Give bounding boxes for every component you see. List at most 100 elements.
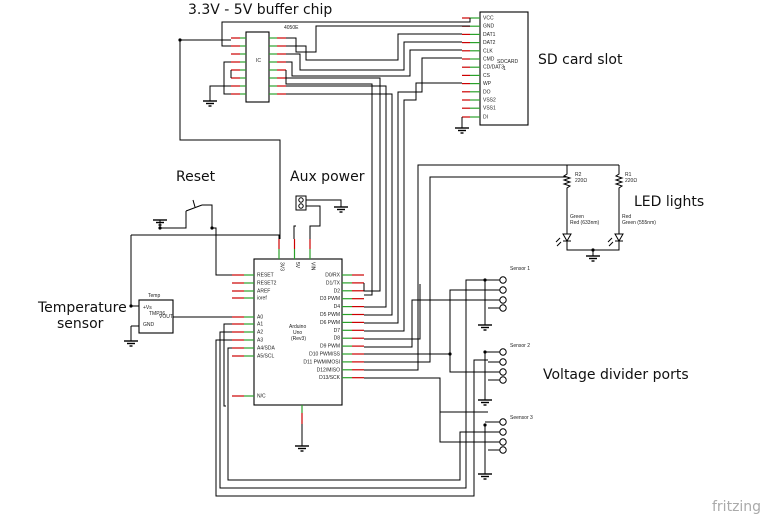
sensor-port-pin — [499, 304, 507, 312]
wire — [286, 49, 462, 77]
wire — [209, 85, 231, 101]
label-led-lights: LED lights — [634, 194, 704, 210]
buffer-chip: 4050E IC — [231, 25, 299, 103]
arduino-right-pin-label: D9 PWM — [320, 344, 340, 350]
arduino-left-pin-label: A2 — [257, 330, 263, 336]
temperature-sensor: Temp TMP36 +Vs VOUT GND — [138, 293, 174, 334]
sensor-port-pin — [499, 368, 507, 376]
sd-pin-label: GND — [483, 24, 495, 30]
wire — [286, 25, 470, 53]
arduino-left-pin-label: AREF — [257, 289, 270, 295]
wire — [364, 284, 421, 340]
sd-pin-label: DAT1 — [483, 32, 496, 38]
arduino-right-pin-label: D3 PWM — [320, 296, 340, 302]
wire — [306, 199, 342, 207]
arduino-right-pin-label: D0/RX — [325, 273, 340, 279]
sensor-port-pin — [499, 286, 507, 294]
resistor-r2-ref: R2 — [575, 172, 582, 178]
sensor-port-pin — [499, 296, 507, 304]
wire — [219, 279, 488, 489]
arduino-model: Uno — [293, 330, 302, 336]
junction-dot — [158, 226, 162, 230]
sd-card-index: 1 — [503, 66, 506, 72]
arduino-left-pin-label: A4/SDA — [257, 346, 275, 352]
resistor-r2-value: 220Ω — [575, 178, 587, 184]
temp-sensor-part: TMP36 — [149, 311, 165, 317]
arduino-left-pin-label: ioref — [257, 296, 267, 302]
sd-pin-label: WP — [483, 81, 492, 87]
led2-symbol — [555, 233, 572, 247]
sensor-port-connectors — [485, 276, 507, 454]
sd-card-pins: VCCGNDDAT1DAT2CLKCMDCD/DAT3CSWPDOVSS2VSS… — [462, 16, 504, 121]
sensor-port-pin — [499, 446, 507, 454]
arduino-right-pin-label: D1/TX — [326, 280, 341, 286]
wire — [131, 234, 280, 239]
sd-pin-label: VCC — [483, 16, 494, 22]
wire — [221, 18, 471, 47]
led1-symbol — [607, 233, 624, 247]
arduino-left-pin-label: A3 — [257, 338, 263, 344]
arduino-right-pin-label: D4 — [334, 304, 341, 310]
wire — [285, 70, 373, 296]
wire — [364, 176, 567, 363]
arduino-left-pin-label: RESET — [257, 273, 274, 279]
wire — [202, 204, 232, 276]
junction-dot — [129, 304, 133, 308]
sensor-port-pin — [499, 376, 507, 384]
wire — [286, 41, 462, 71]
label-temperature-line2: sensor — [57, 316, 104, 332]
sd-pin-label: DAT2 — [483, 40, 496, 46]
junction-dot — [448, 352, 452, 356]
label-voltage-divider-ports: Voltage divider ports — [543, 367, 689, 383]
sd-pin-label: CS — [483, 73, 491, 79]
junction-dot — [483, 350, 487, 354]
resistor-r2-symbol — [562, 170, 572, 192]
wire — [364, 82, 462, 332]
wire — [364, 57, 462, 324]
buffer-chip-body — [245, 31, 270, 103]
wire — [215, 339, 488, 497]
sensor-2-label: Sensor 2 — [510, 343, 530, 349]
arduino-right-pin-label: D7 — [334, 328, 341, 334]
led1-line2: Green (555nm) — [622, 220, 656, 226]
junction-dot — [591, 248, 595, 252]
arduino-uno: Arduino Uno (Rev3) RESETRESET2AREFiorefA… — [232, 239, 364, 424]
arduino-left-pin-label: A1 — [257, 322, 263, 328]
wire — [306, 205, 321, 239]
sensor-port-pin — [499, 348, 507, 356]
wire — [439, 378, 488, 443]
label-sd-card-slot: SD card slot — [538, 52, 623, 68]
arduino-right-pin-label: D8 — [334, 336, 341, 342]
led2-line1: Green — [570, 214, 584, 220]
sensor-port-pin — [499, 358, 507, 366]
wire — [364, 289, 488, 355]
wire — [227, 347, 488, 481]
resistor-r1-ref: R1 — [625, 172, 632, 178]
aux-power-connector — [295, 195, 307, 211]
arduino-body — [253, 258, 343, 406]
temp-pin-vs: +Vs — [143, 305, 152, 311]
label-buffer-chip: 3.3V - 5V buffer chip — [188, 2, 332, 18]
arduino-left-pin-label: N/C — [257, 394, 266, 400]
temp-pin-vout: VOUT — [159, 314, 173, 320]
label-temperature-line1: Temperature — [37, 300, 127, 316]
wire — [364, 164, 619, 371]
buffer-chip-part: 4050E — [284, 25, 299, 31]
junction-dot — [483, 278, 487, 282]
led2-line2: Red (633nm) — [570, 220, 600, 226]
resistor-r1-symbol — [614, 170, 624, 192]
led1-line1: Red — [622, 214, 631, 220]
arduino-right-pin-label: D11 PWM/MOSI — [303, 359, 340, 365]
wire — [286, 33, 462, 61]
arduino-pins: RESETRESET2AREFiorefA0A1A2A3A4/SDAA5/SCL… — [232, 239, 364, 424]
junction-dot — [483, 423, 487, 427]
label-aux-power: Aux power — [290, 169, 365, 185]
arduino-left-pin-label: A5/SCL — [257, 354, 274, 360]
sd-pin-label: DO — [483, 89, 491, 95]
sd-pin-label: CLK — [483, 48, 493, 54]
arduino-top-pin-label: 3V3 — [279, 262, 285, 271]
wire — [364, 377, 488, 413]
arduino-left-pin-label: RESET2 — [257, 281, 277, 287]
sensor-ports: Sensor 1 Sensor 2 Seensor 3 — [485, 266, 533, 454]
